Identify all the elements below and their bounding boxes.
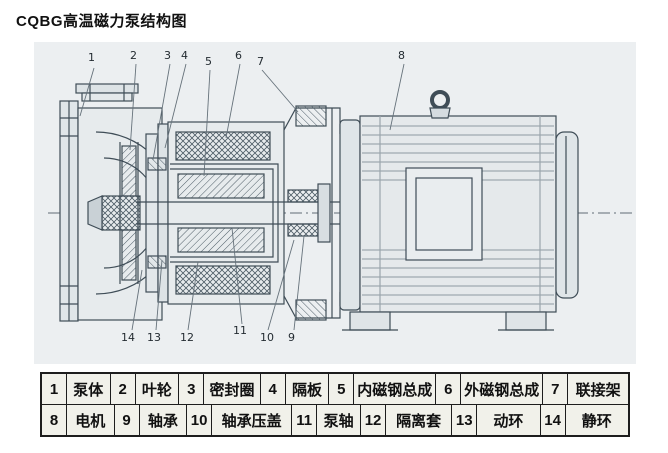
part-number: 2 (111, 374, 136, 404)
callout-10: 10 (260, 331, 274, 344)
callout-3: 3 (164, 49, 171, 62)
part-name: 动环 (477, 405, 541, 435)
part-name: 轴承压盖 (212, 405, 293, 435)
magnetic-coupling (167, 121, 285, 305)
part-name: 电机 (67, 405, 115, 435)
part-number: 3 (179, 374, 205, 404)
terminal-box (405, 167, 483, 261)
callout-6: 6 (235, 49, 242, 62)
callout-2: 2 (130, 49, 137, 62)
part-name: 泵轴 (317, 405, 362, 435)
leader-lines (79, 63, 405, 331)
page-title: CQBG高温磁力泵结构图 (16, 13, 188, 30)
part-name: 联接架 (575, 381, 621, 399)
callout-4: 4 (181, 49, 188, 62)
part-name: 轴承 (140, 405, 188, 435)
motor-foot-front (349, 311, 391, 331)
seal-and-partition (145, 123, 169, 303)
inner-magnet-upper (177, 173, 265, 199)
bearing-cover (317, 183, 331, 243)
part-name: 隔板 (286, 374, 330, 404)
inner-magnet-lower (177, 227, 265, 253)
callout-7: 7 (257, 55, 264, 68)
part-number: 10 (187, 405, 213, 435)
part-number: 8 (42, 405, 67, 435)
part-name: 静环 (581, 412, 612, 430)
part-number: 4 (261, 374, 286, 404)
outer-magnet-lower (175, 265, 271, 295)
parts-row-1: 1 泵体 2 叶轮 3 密封圈 4 隔板 5 内磁钢总成 6 外磁钢总成 7 联… (42, 374, 628, 405)
parts-table: 1 泵体 2 叶轮 3 密封圈 4 隔板 5 内磁钢总成 6 外磁钢总成 7 联… (40, 372, 630, 437)
part-number: 12 (361, 405, 387, 435)
part-number: 7 (543, 374, 569, 404)
part-number: 13 (452, 405, 478, 435)
bearing-upper (287, 189, 319, 203)
motor-rear-cap (555, 131, 579, 299)
callout-9: 9 (288, 331, 295, 344)
outer-magnet-upper (175, 131, 271, 161)
callout-5: 5 (205, 55, 212, 68)
part-name: 内磁钢总成 (354, 374, 437, 404)
part-name: 密封圈 (204, 374, 261, 404)
impeller-lower (121, 229, 137, 281)
shaft-and-bearings (136, 183, 356, 243)
callout-11: 11 (233, 324, 247, 337)
part-number: 11 (292, 405, 318, 435)
part-name: 泵体 (67, 374, 111, 404)
callout-14: 14 (121, 331, 135, 344)
impeller-upper (121, 145, 137, 197)
part-name: 外磁钢总成 (461, 374, 544, 404)
part-number: 5 (329, 374, 355, 404)
part-number: 14 (541, 405, 566, 435)
impeller-hub (101, 195, 141, 231)
motor-foot-rear (505, 311, 547, 331)
motor (339, 90, 579, 331)
isolation-sleeve (170, 163, 279, 263)
part-number: 1 (42, 374, 67, 404)
bearing-lower (287, 223, 319, 237)
callout-13: 13 (147, 331, 161, 344)
parts-row-2: 8 电机 9 轴承 10 轴承压盖 11 泵轴 12 隔离套 13 动环 14 … (42, 405, 628, 435)
part-name: 叶轮 (136, 374, 180, 404)
callout-12: 12 (180, 331, 194, 344)
part-number: 6 (436, 374, 462, 404)
part-name: 隔离套 (386, 405, 453, 435)
part-number: 9 (115, 405, 140, 435)
callout-1: 1 (88, 51, 95, 64)
callout-8: 8 (398, 49, 405, 62)
